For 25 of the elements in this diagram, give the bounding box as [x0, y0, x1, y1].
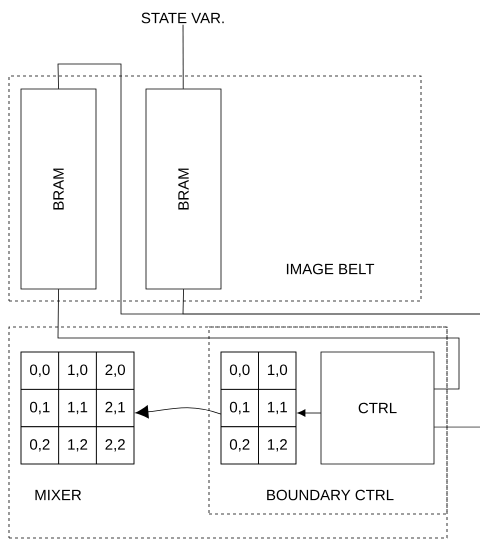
cell: 1,2 — [258, 426, 296, 464]
cell: 0,0 — [220, 352, 259, 390]
signal-label: STATE VAR. — [142, 12, 224, 24]
cell: 2,2 — [96, 426, 134, 464]
signal-line — [182, 289, 480, 314]
cell: 0,0 — [20, 352, 60, 390]
cell: 1,1 — [258, 388, 296, 428]
cell: 0,1 — [20, 388, 60, 428]
signal-line — [434, 426, 480, 428]
cell: 0,2 — [20, 426, 60, 464]
cell: 1,0 — [58, 352, 97, 390]
cell: 1,1 — [58, 388, 97, 428]
cell: 1,0 — [258, 352, 296, 390]
signal-line — [182, 24, 184, 89]
controller-box: CTRL — [320, 352, 434, 464]
cell: 0,1 — [220, 388, 259, 428]
cell: 2,0 — [96, 352, 134, 390]
arrow — [297, 409, 321, 417]
signal-line — [58, 289, 460, 390]
cell: 0,2 — [220, 426, 259, 464]
cell: 2,1 — [96, 388, 134, 428]
memory-block: BRAM — [146, 88, 222, 290]
cell: 1,2 — [58, 426, 97, 464]
memory-block: BRAM — [20, 88, 96, 290]
arrow — [135, 405, 221, 418]
